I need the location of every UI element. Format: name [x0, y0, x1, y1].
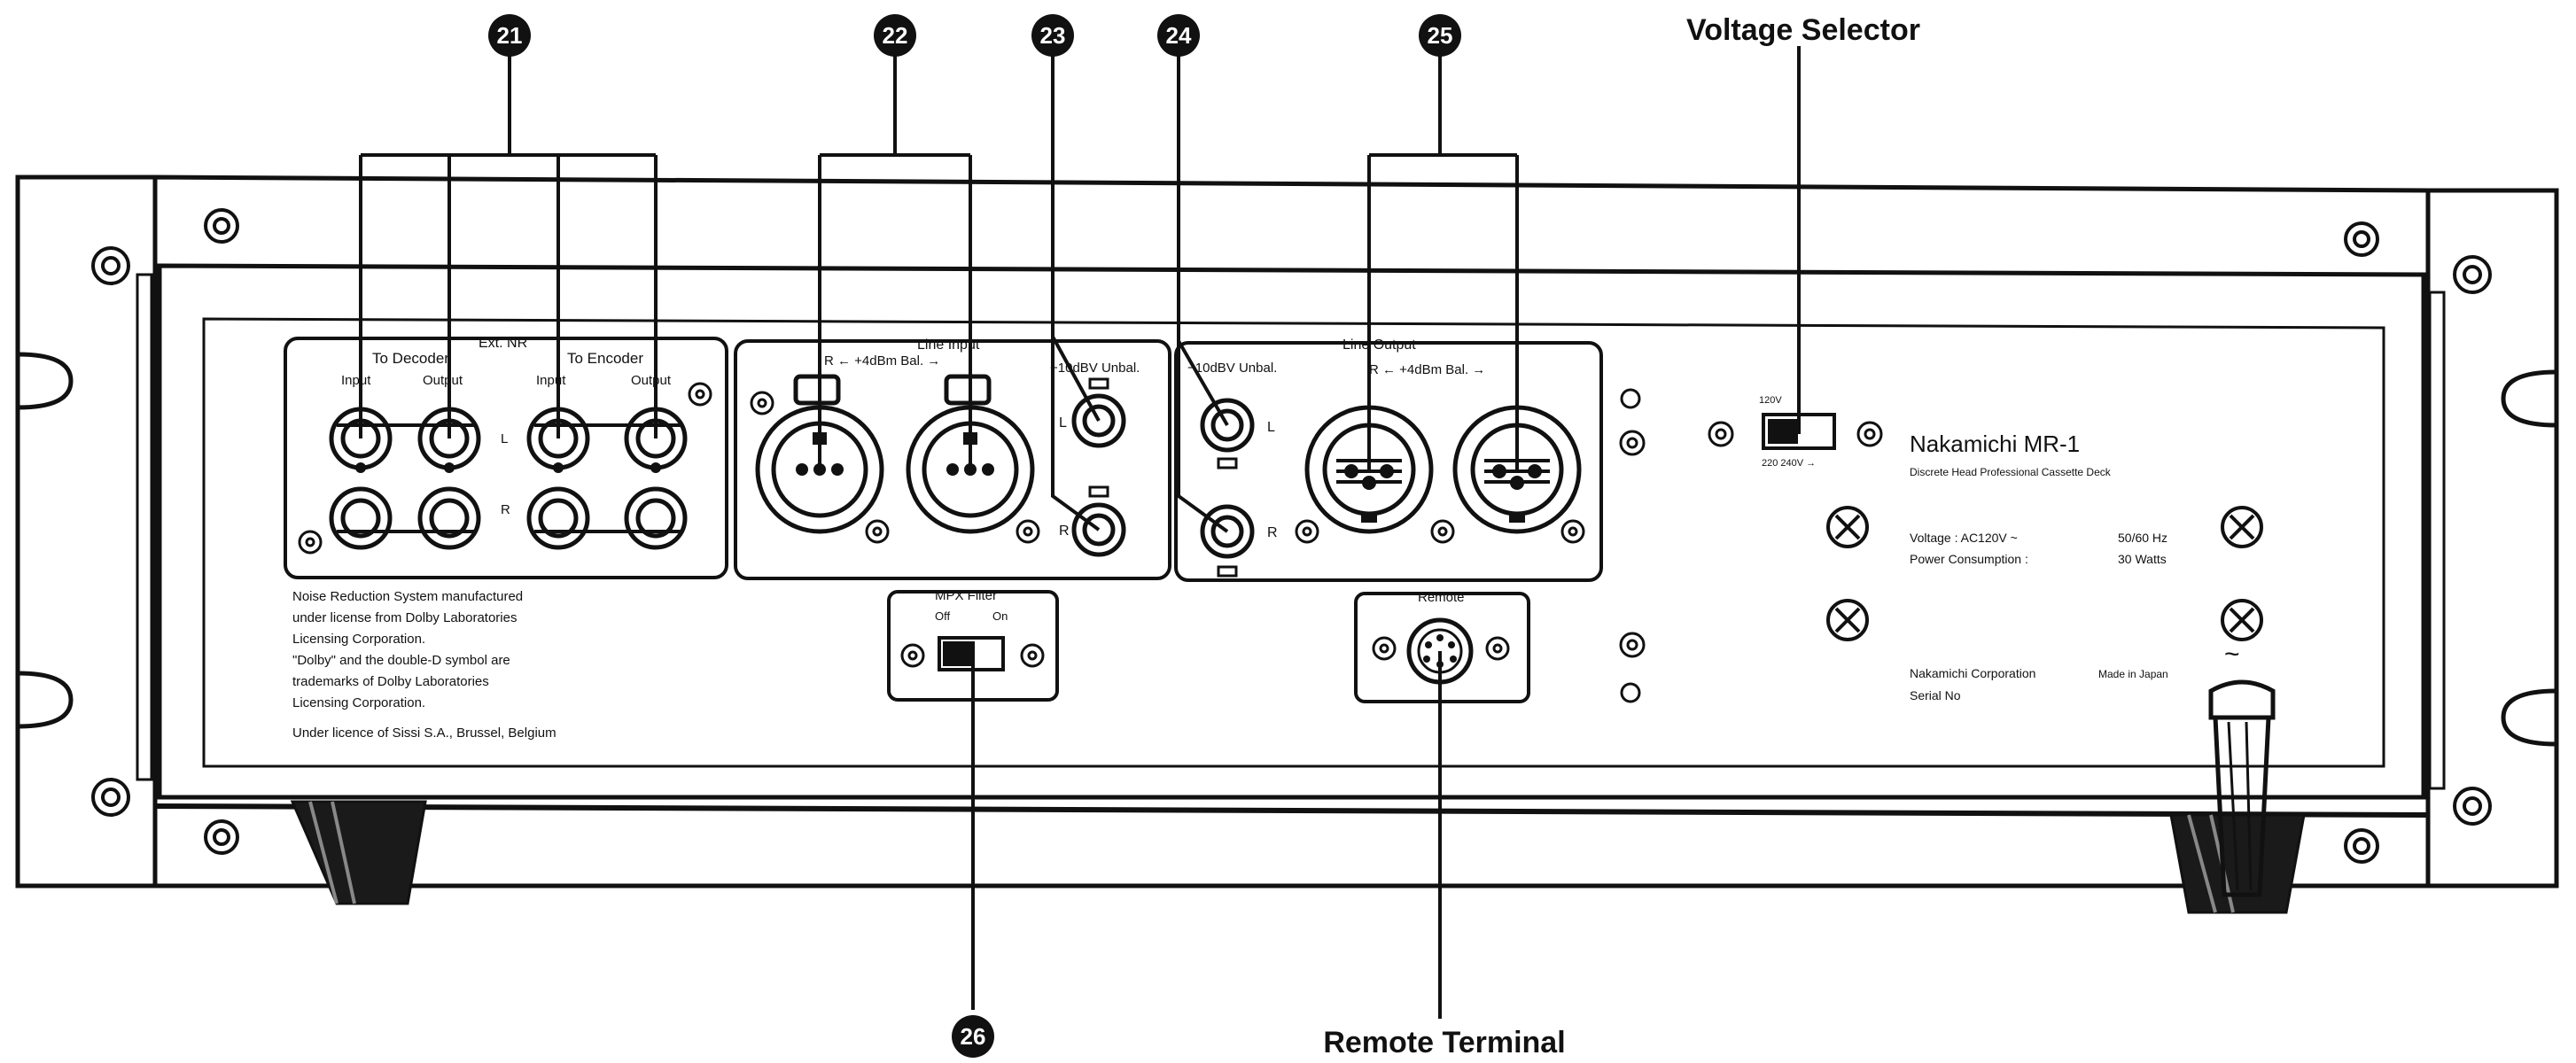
mpx-off-label: Off — [935, 609, 950, 623]
to-encoder-label: To Encoder — [567, 350, 643, 367]
notice-line-3: Licensing Corporation. — [292, 632, 425, 647]
made-in-label: Made in Japan — [2098, 668, 2168, 680]
line-input-balanced-label: R ← +4dBm Bal. → — [824, 353, 940, 369]
notice-line-6: Licensing Corporation. — [292, 695, 425, 710]
remote-heading: Remote — [1418, 590, 1465, 605]
svg-text:21: 21 — [497, 22, 523, 49]
notice-line-5: trademarks of Dolby Laboratories — [292, 674, 489, 689]
mpx-on-label: On — [992, 609, 1008, 623]
model-name: Nakamichi MR-1 — [1910, 431, 2080, 457]
dolby-notice: Noise Reduction System manufactured unde… — [292, 589, 556, 741]
notice-line-1: Noise Reduction System manufactured — [292, 589, 523, 604]
notice-line-4: "Dolby" and the double-D symbol are — [292, 653, 510, 668]
remote-panel: Remote — [1354, 590, 1530, 703]
voltage-switch-top-label: 120V — [1759, 395, 1782, 406]
encoder-output-label: Output — [631, 373, 672, 388]
ext-nr-heading: Ext. NR — [479, 336, 527, 351]
callout-leaders — [359, 46, 1801, 1019]
ext-nr-panel: Ext. NR To Decoder To Encoder Input Outp… — [284, 336, 728, 579]
ext-nr-r-label: R — [501, 502, 510, 517]
svg-text:26: 26 — [961, 1023, 986, 1050]
line-output-l-label: L — [1267, 420, 1275, 435]
svg-text:25: 25 — [1428, 22, 1453, 49]
callout-22: 22 — [874, 14, 916, 57]
to-decoder-label: To Decoder — [372, 350, 449, 367]
line-input-unbal-label: −10dBV Unbal. — [1050, 361, 1140, 376]
svg-text:23: 23 — [1040, 22, 1066, 49]
voltage-switch-bottom-label: 220 240V → — [1762, 458, 1816, 469]
mounting-screws — [91, 208, 2492, 864]
ext-nr-l-label: L — [501, 431, 508, 446]
decoder-input-label: Input — [341, 373, 371, 388]
cross-screws — [1826, 506, 2263, 641]
serial-label: Serial No — [1910, 688, 1961, 702]
ext-nr-rca-jacks[interactable] — [329, 407, 688, 550]
line-output-xlr-connectors[interactable] — [1304, 405, 1582, 534]
line-output-heading: Line Output — [1342, 338, 1416, 353]
chassis — [15, 175, 2559, 888]
line-output-unbal-jacks[interactable] — [1200, 398, 1255, 559]
brand-info: Nakamichi MR-1 Discrete Head Professiona… — [1910, 431, 2168, 702]
ac-tilde-symbol: ~ — [2224, 640, 2240, 669]
remote-din-socket[interactable] — [1406, 617, 1474, 685]
feet — [290, 800, 2306, 914]
remote-terminal-title: Remote Terminal — [1323, 1026, 1565, 1059]
voltage-selector-switch[interactable]: 120V 220 240V → — [1759, 395, 1836, 469]
callout-23: 23 — [1031, 14, 1074, 57]
callout-26: 26 — [952, 1015, 994, 1058]
svg-text:22: 22 — [883, 22, 908, 49]
power-cord — [2208, 679, 2276, 897]
callout-24: 24 — [1157, 14, 1200, 57]
encoder-input-label: Input — [536, 373, 566, 388]
voltage-selector-title: Voltage Selector — [1686, 13, 1920, 47]
model-subtitle: Discrete Head Professional Cassette Deck — [1910, 466, 2112, 478]
notice-line-2: under license from Dolby Laboratories — [292, 610, 517, 625]
line-input-r-label: R — [1059, 524, 1070, 539]
power-spec-value: 30 Watts — [2118, 552, 2167, 566]
line-output-balanced-label: R ← +4dBm Bal. → — [1369, 362, 1485, 377]
line-input-l-label: L — [1059, 415, 1067, 431]
line-output-panel: Line Output −10dBV Unbal. R ← +4dBm Bal.… — [1174, 338, 1603, 582]
line-output-r-label: R — [1267, 525, 1278, 540]
callout-25: 25 — [1419, 14, 1461, 57]
line-output-unbal-label: −10dBV Unbal. — [1187, 361, 1277, 376]
power-spec-label: Power Consumption : — [1910, 552, 2028, 566]
corp-name: Nakamichi Corporation — [1910, 666, 2035, 680]
line-input-panel: Line Input R ← +4dBm Bal. → −10dBV Unbal… — [734, 338, 1171, 580]
ground-screws — [1619, 388, 1883, 703]
mpx-filter-heading: MPX Filter — [935, 588, 997, 603]
line-input-unbal-jacks[interactable] — [1071, 393, 1126, 557]
line-input-xlr-connectors[interactable] — [755, 374, 1035, 534]
voltage-spec-label: Voltage : AC120V ~ — [1910, 531, 2018, 545]
mpx-filter-switch[interactable] — [938, 636, 1005, 671]
line-input-heading: Line Input — [917, 338, 980, 353]
decoder-output-label: Output — [423, 373, 463, 388]
callout-21: 21 — [488, 14, 531, 57]
svg-text:24: 24 — [1166, 22, 1192, 49]
voltage-spec-value: 50/60 Hz — [2118, 531, 2167, 545]
notice-line-7: Under licence of Sissi S.A., Brussel, Be… — [292, 725, 556, 741]
